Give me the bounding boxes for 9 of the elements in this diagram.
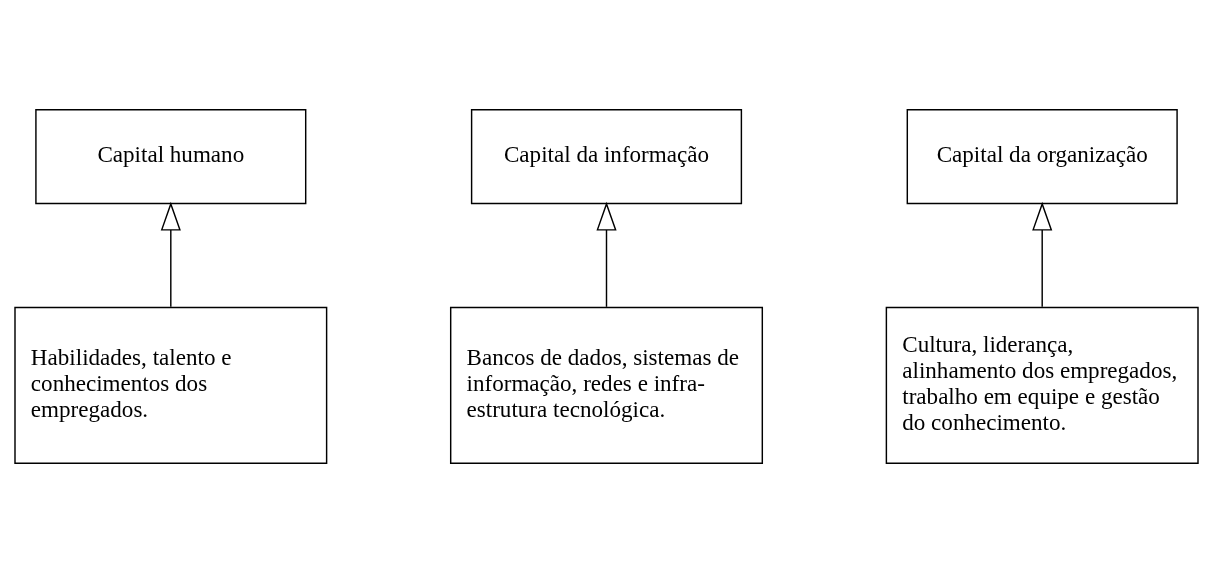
node-box: Cultura, liderança, alinhamento dos empregados, trabalho em equipe e gestão do conhecimento. bbox=[885, 306, 1199, 464]
node-box: Bancos de dados, sistemas de informação, redes e infra-estrutura tecnológica. bbox=[449, 306, 764, 464]
arrow bbox=[1032, 201, 1053, 308]
node-box: Capital humano bbox=[35, 109, 307, 205]
arrow bbox=[596, 201, 617, 308]
node-box: Capital da organização bbox=[906, 109, 1178, 205]
node-box: Habilidades, talento e conhecimentos dos empregados. bbox=[14, 306, 328, 464]
arrow bbox=[160, 201, 181, 308]
node-box: Capital da informação bbox=[470, 109, 743, 205]
